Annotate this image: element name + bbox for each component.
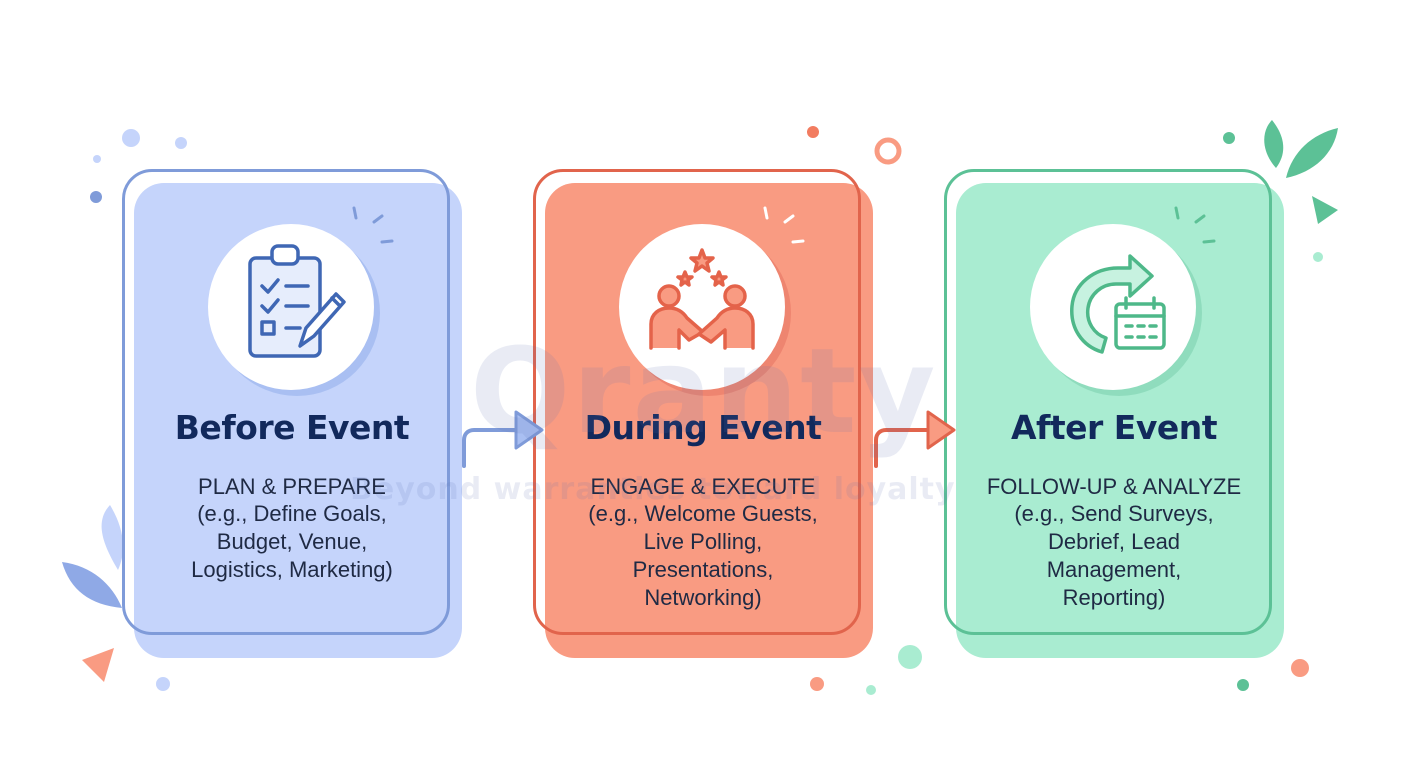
refresh-calendar-icon	[1070, 254, 1166, 354]
icon-circle	[619, 224, 785, 390]
card-outline	[944, 169, 1272, 635]
clipboard-checklist-icon	[248, 244, 346, 358]
detail-line: (e.g., Send Surveys,	[1014, 501, 1214, 526]
stage-subtitle: FOLLOW-UP & ANALYZE	[986, 474, 1242, 499]
left-leaves-icon	[62, 505, 124, 608]
detail-line: Live Polling,	[643, 529, 763, 554]
stage-details: (e.g., Welcome Guests, Live Polling, Pre…	[543, 500, 863, 612]
detail-line: Logistics, Marketing)	[191, 557, 393, 582]
stage-subtitle: PLAN & PREPARE	[198, 474, 386, 499]
stage-details: (e.g., Send Surveys, Debrief, Lead Manag…	[954, 500, 1274, 612]
card-outline	[122, 169, 450, 635]
icon-circle	[208, 224, 374, 390]
sparkle-lines-icon	[763, 206, 805, 244]
detail-line: Management,	[1046, 557, 1182, 582]
stage-title: During Event	[584, 408, 822, 447]
detail-line: Presentations,	[632, 557, 774, 582]
detail-line: Budget, Venue,	[216, 529, 368, 554]
stage-subtitle: ENGAGE & EXECUTE	[590, 474, 816, 499]
detail-line: Networking)	[644, 585, 762, 610]
card-outline	[533, 169, 861, 635]
detail-line: (e.g., Welcome Guests,	[588, 501, 818, 526]
detail-line: (e.g., Define Goals,	[197, 501, 387, 526]
detail-line: Debrief, Lead	[1047, 529, 1181, 554]
detail-line: Reporting)	[1062, 585, 1166, 610]
stage-card-during-event: During Event ENGAGE & EXECUTE (e.g., Wel…	[533, 169, 873, 658]
stage-details: (e.g., Define Goals, Budget, Venue, Logi…	[132, 500, 452, 584]
handshake-stars-icon	[649, 248, 755, 350]
stage-card-before-event: Before Event PLAN & PREPARE (e.g., Defin…	[122, 169, 462, 658]
arrow-right-icon	[462, 410, 544, 468]
right-leaves-icon	[1264, 120, 1338, 178]
icon-circle	[1030, 224, 1196, 390]
arrow-right-icon	[874, 410, 956, 468]
sparkle-lines-icon	[352, 206, 394, 244]
stage-title: After Event	[1010, 408, 1218, 447]
sparkle-lines-icon	[1174, 206, 1216, 244]
stage-card-after-event: After Event FOLLOW-UP & ANALYZE (e.g., S…	[944, 169, 1284, 658]
stage-title: Before Event	[174, 408, 410, 447]
